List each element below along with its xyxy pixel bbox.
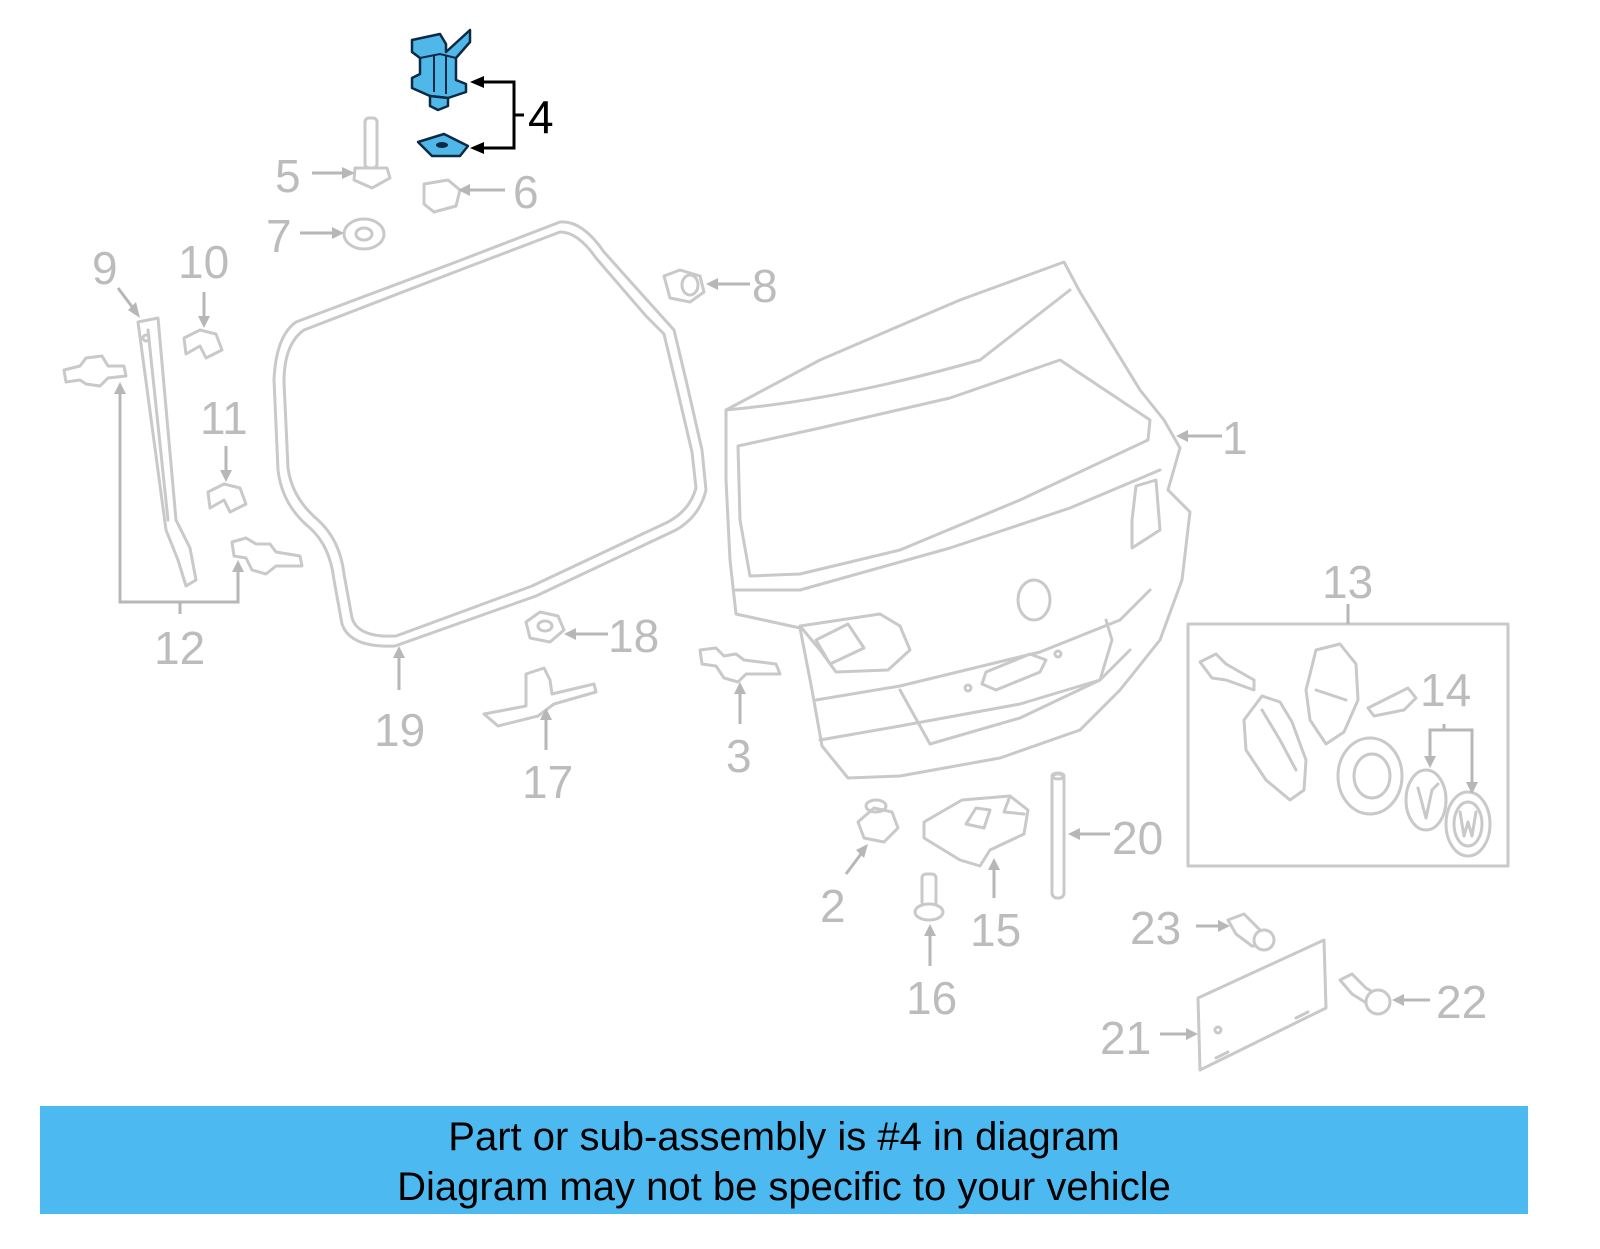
callout-18: 18 bbox=[608, 610, 659, 662]
callout-20: 20 bbox=[1112, 812, 1163, 864]
info-banner: Part or sub-assembly is #4 in diagram Di… bbox=[40, 1106, 1528, 1214]
part-21-panel bbox=[1196, 938, 1328, 1072]
callout-1: 1 bbox=[1222, 412, 1248, 464]
part-12-ball-stud-right bbox=[230, 536, 304, 576]
part-8-bumper bbox=[662, 268, 706, 304]
callout-10: 10 bbox=[178, 236, 229, 288]
part-6-clip bbox=[422, 178, 462, 214]
part-2-nut bbox=[856, 798, 900, 844]
callout-12: 12 bbox=[154, 622, 205, 674]
part-9-strut bbox=[136, 316, 198, 588]
callout-8: 8 bbox=[752, 260, 778, 312]
part-15-cover bbox=[922, 794, 1030, 868]
callout-14: 14 bbox=[1420, 664, 1471, 716]
part-3-ball-stud bbox=[698, 646, 782, 684]
callout-9: 9 bbox=[92, 242, 118, 294]
callout-15: 15 bbox=[970, 904, 1021, 956]
callout-3: 3 bbox=[726, 730, 752, 782]
part-11-clip bbox=[206, 482, 248, 514]
part-22-screw bbox=[1338, 972, 1392, 1016]
callout-17: 17 bbox=[522, 756, 573, 808]
part-19-seal bbox=[272, 220, 708, 648]
callout-13: 13 bbox=[1322, 556, 1373, 608]
part-20-rod bbox=[1050, 771, 1066, 900]
part-18-nut bbox=[524, 610, 566, 644]
callout-6: 6 bbox=[513, 166, 539, 218]
callout-21: 21 bbox=[1100, 1012, 1151, 1064]
callout-5: 5 bbox=[275, 150, 301, 202]
callout-22: 22 bbox=[1436, 976, 1487, 1028]
callout-4-leader bbox=[470, 76, 524, 154]
callout-11: 11 bbox=[200, 392, 248, 444]
part-7-grommet bbox=[342, 217, 386, 251]
part-1-tailgate bbox=[724, 260, 1192, 780]
banner-line-2: Diagram may not be specific to your vehi… bbox=[397, 1165, 1171, 1209]
banner-line-1: Part or sub-assembly is #4 in diagram bbox=[448, 1115, 1120, 1159]
part-4-bracket[interactable] bbox=[410, 28, 472, 112]
callout-7: 7 bbox=[266, 210, 292, 262]
part-4-pad[interactable] bbox=[416, 132, 470, 158]
callout-23: 23 bbox=[1130, 902, 1181, 954]
callout-4: 4 bbox=[528, 91, 554, 143]
part-23-screw bbox=[1226, 912, 1276, 952]
part-5-bolt bbox=[352, 116, 392, 190]
callout-16: 16 bbox=[906, 972, 957, 1024]
part-16-screw bbox=[913, 872, 945, 922]
callout-2: 2 bbox=[820, 880, 846, 932]
part-13-lock-assembly bbox=[1186, 622, 1510, 868]
part-10-clip bbox=[182, 328, 224, 360]
part-17-bracket bbox=[482, 666, 598, 728]
callout-19: 19 bbox=[374, 704, 425, 756]
part-12-ball-stud-left bbox=[62, 354, 128, 388]
